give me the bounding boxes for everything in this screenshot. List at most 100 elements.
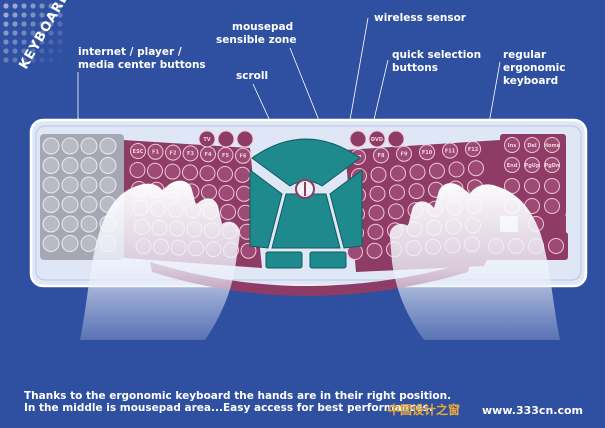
nav-key[interactable] <box>544 137 560 153</box>
media-key[interactable] <box>61 196 79 213</box>
nav-key[interactable] <box>524 157 540 173</box>
arrow-key[interactable] <box>548 238 564 254</box>
media-key[interactable] <box>42 137 60 155</box>
nav-key-label: Ins <box>508 143 516 149</box>
nav-key[interactable] <box>504 137 520 153</box>
callout-mousepad-line1: mousepad <box>232 21 293 33</box>
callout-mousepad: mousepad sensible zone <box>216 21 329 144</box>
quick-button[interactable] <box>368 130 386 148</box>
nav-cluster <box>500 134 566 216</box>
letter-key[interactable] <box>199 165 216 182</box>
media-key[interactable] <box>80 157 98 174</box>
function-key[interactable] <box>373 147 389 164</box>
letter-key[interactable] <box>367 223 384 240</box>
media-key[interactable] <box>61 235 79 252</box>
media-key[interactable] <box>61 215 79 233</box>
letter-key[interactable] <box>408 183 425 200</box>
media-key[interactable] <box>42 235 60 252</box>
letter-key[interactable] <box>240 242 257 259</box>
letter-key[interactable] <box>390 165 406 182</box>
media-key[interactable] <box>80 137 98 155</box>
function-key[interactable] <box>182 145 199 162</box>
media-key[interactable] <box>42 176 60 194</box>
letter-key[interactable] <box>164 163 181 180</box>
letter-key[interactable] <box>429 162 445 179</box>
media-key[interactable] <box>80 176 98 194</box>
callout-scroll-label: scroll <box>236 70 268 82</box>
quick-button[interactable] <box>198 130 216 148</box>
letter-key[interactable] <box>366 242 383 259</box>
function-key[interactable] <box>442 142 458 159</box>
nav-key-label: End <box>507 163 518 169</box>
letter-key[interactable] <box>220 204 236 220</box>
dot-pattern <box>3 3 63 63</box>
nav-key[interactable] <box>524 137 540 153</box>
footer-line1: Thanks to the ergonomic keyboard the han… <box>24 390 451 402</box>
letter-key[interactable] <box>218 185 235 201</box>
function-key-label: F3 <box>187 151 194 157</box>
letter-key[interactable] <box>368 204 385 221</box>
media-key[interactable] <box>80 215 98 233</box>
nav-key-label: Home <box>544 143 561 149</box>
letter-key[interactable] <box>388 203 404 220</box>
letter-key[interactable] <box>129 162 146 178</box>
letter-key[interactable] <box>409 164 426 181</box>
letter-key[interactable] <box>217 166 233 182</box>
function-key[interactable] <box>419 144 435 161</box>
function-key[interactable] <box>147 143 164 160</box>
letter-key[interactable] <box>182 164 198 181</box>
function-key-label: F5 <box>222 153 229 159</box>
media-key[interactable] <box>80 196 98 213</box>
letter-key[interactable] <box>147 162 163 179</box>
function-key[interactable] <box>465 141 481 157</box>
quick-button-label: TV <box>203 137 210 143</box>
brand-vertical: KEYBOARD <box>16 0 73 72</box>
media-key[interactable] <box>61 176 79 194</box>
nav-key[interactable] <box>504 157 520 173</box>
mouse-right-button[interactable] <box>309 251 347 269</box>
nav-key[interactable] <box>544 157 560 173</box>
nav-key-label: PgUp <box>525 163 540 169</box>
media-key[interactable] <box>80 235 98 252</box>
function-key[interactable] <box>130 143 146 159</box>
media-key[interactable] <box>99 176 117 194</box>
media-key[interactable] <box>42 196 60 213</box>
letter-key[interactable] <box>201 184 217 201</box>
letter-key[interactable] <box>370 166 387 183</box>
media-key[interactable] <box>99 157 117 174</box>
quick-button[interactable] <box>387 130 405 148</box>
nav-key[interactable] <box>544 198 560 214</box>
quick-button[interactable] <box>217 130 235 148</box>
quick-button[interactable] <box>349 130 367 148</box>
letter-key[interactable] <box>236 185 252 202</box>
callout-quick: quick selection buttons <box>371 49 481 129</box>
function-key-label: F6 <box>240 154 247 160</box>
media-key[interactable] <box>61 157 79 174</box>
callout-quick-line2: buttons <box>392 62 438 74</box>
function-key-label: F8 <box>378 153 385 159</box>
letter-key[interactable] <box>448 161 465 178</box>
nav-key[interactable] <box>524 178 540 194</box>
callout-regular-line1: regular <box>503 49 547 61</box>
mouse-left-button[interactable] <box>265 251 303 269</box>
nav-key[interactable] <box>544 178 560 194</box>
mousepad-zone[interactable] <box>249 138 363 269</box>
letter-key[interactable] <box>468 160 484 177</box>
media-key[interactable] <box>99 137 117 155</box>
function-key[interactable] <box>217 147 234 163</box>
callout-wireless-label: wireless sensor <box>374 12 467 24</box>
function-key[interactable] <box>235 147 251 164</box>
watermark-url: www.333cn.com <box>482 404 583 417</box>
function-key[interactable] <box>165 144 181 161</box>
quick-button-label: DVD <box>371 137 383 143</box>
letter-key[interactable] <box>369 185 386 202</box>
letter-key[interactable] <box>389 184 405 201</box>
media-key[interactable] <box>42 215 60 233</box>
function-key[interactable] <box>396 145 412 162</box>
quick-button[interactable] <box>236 130 254 148</box>
left-hand <box>80 180 240 340</box>
letter-key[interactable] <box>234 166 251 183</box>
media-key[interactable] <box>42 157 60 174</box>
media-key[interactable] <box>61 137 79 155</box>
